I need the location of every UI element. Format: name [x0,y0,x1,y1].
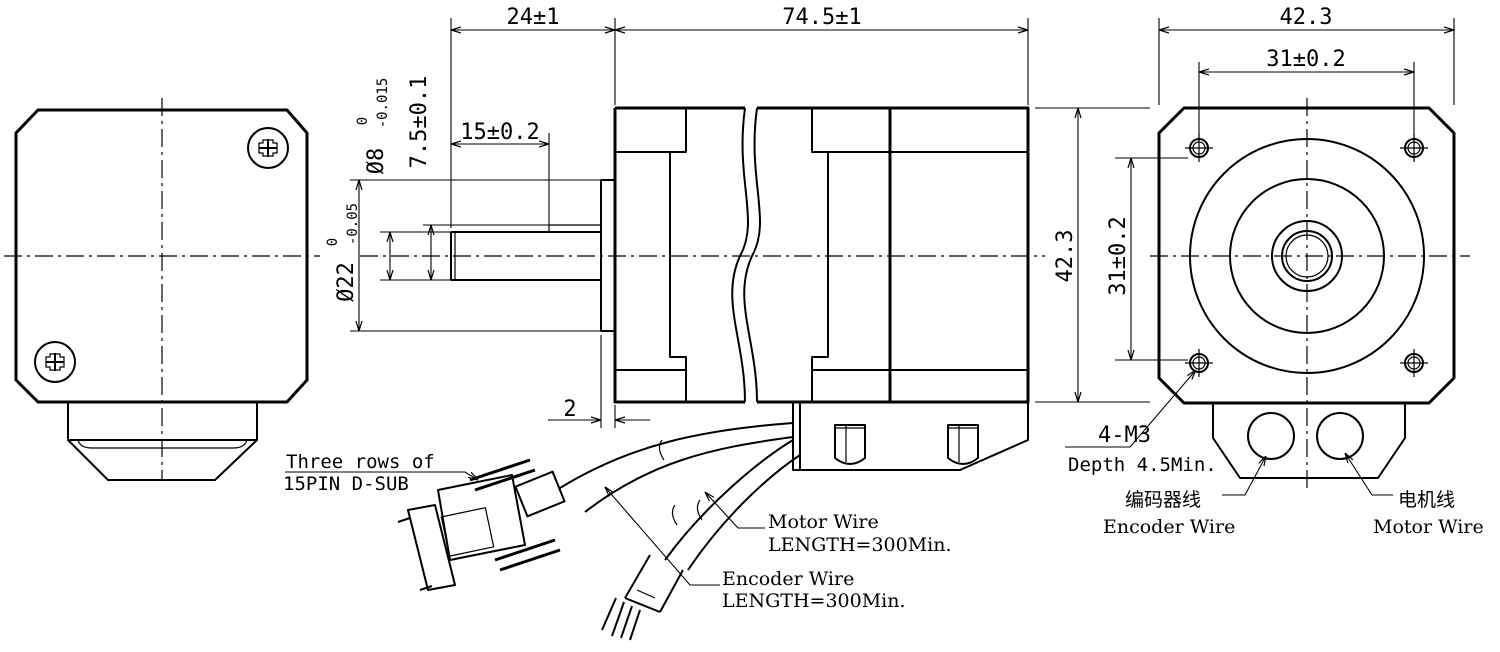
encoder-wire-title: Encoder Wire [722,568,854,590]
dim-flange-height: 42.3 [1053,230,1078,283]
side-view [360,106,1045,641]
dim-pilot-tol-upper: 0 [325,238,341,246]
dim-shaft-tol-lower: -0.015 [375,78,391,129]
screw-holes-label: 4-M3 [1098,423,1151,448]
connector-label-line2: 15PIN D-SUB [283,473,409,495]
hole-depth-label: Depth 4.5Min. [1068,454,1217,476]
motor-wire-title: Motor Wire [768,511,879,533]
dim-body-length: 74.5±1 [782,5,861,30]
front-view [1150,98,1470,490]
phillips-screw-icon [247,127,289,169]
dim-flange-width: 42.3 [1280,5,1333,30]
dimension-lines [285,18,1455,586]
dim-pilot-diameter: Ø22 [334,262,359,302]
rear-view [4,98,320,481]
phillips-screw-icon [34,341,76,383]
motor-wire-en-label: Motor Wire [1373,516,1484,538]
dim-hole-pitch-h: 31±0.2 [1266,47,1345,72]
dim-hole-pitch-v: 31±0.2 [1106,216,1131,295]
dim-shaft-flat: 15±0.2 [460,120,539,145]
wire-gland [834,424,866,465]
dim-pilot-tol-lower: -0.05 [345,203,361,245]
motor-wire-length: LENGTH=300Min. [768,534,952,556]
dimension-labels: 24±1 74.5±1 42.3 31±0.2 15±0.2 2 42.3 31… [325,5,1346,422]
mounting-hole-icon [1400,349,1428,377]
dim-shaft-diameter: Ø8 [364,148,389,175]
mounting-hole-icon [1185,349,1213,377]
motor-wire-cn-label: 电机线 [1398,489,1455,511]
dim-shaft-tol-upper: 0 [355,117,371,125]
dim-shaft-length: 24±1 [507,5,560,30]
dsub-connector [397,458,566,591]
encoder-wire-cn-label: 编码器线 [1125,489,1201,511]
connector-label-line1: Three rows of [286,451,435,473]
annotation-labels: 4-M3 Depth 4.5Min. Three rows of 15PIN D… [283,423,1484,612]
encoder-wire-length: LENGTH=300Min. [722,590,906,612]
dim-flat-depth: 7.5±0.1 [407,76,432,169]
dim-pilot-height: 2 [563,397,576,422]
wire-gland [947,424,979,465]
encoder-wire-en-label: Encoder Wire [1103,516,1235,538]
